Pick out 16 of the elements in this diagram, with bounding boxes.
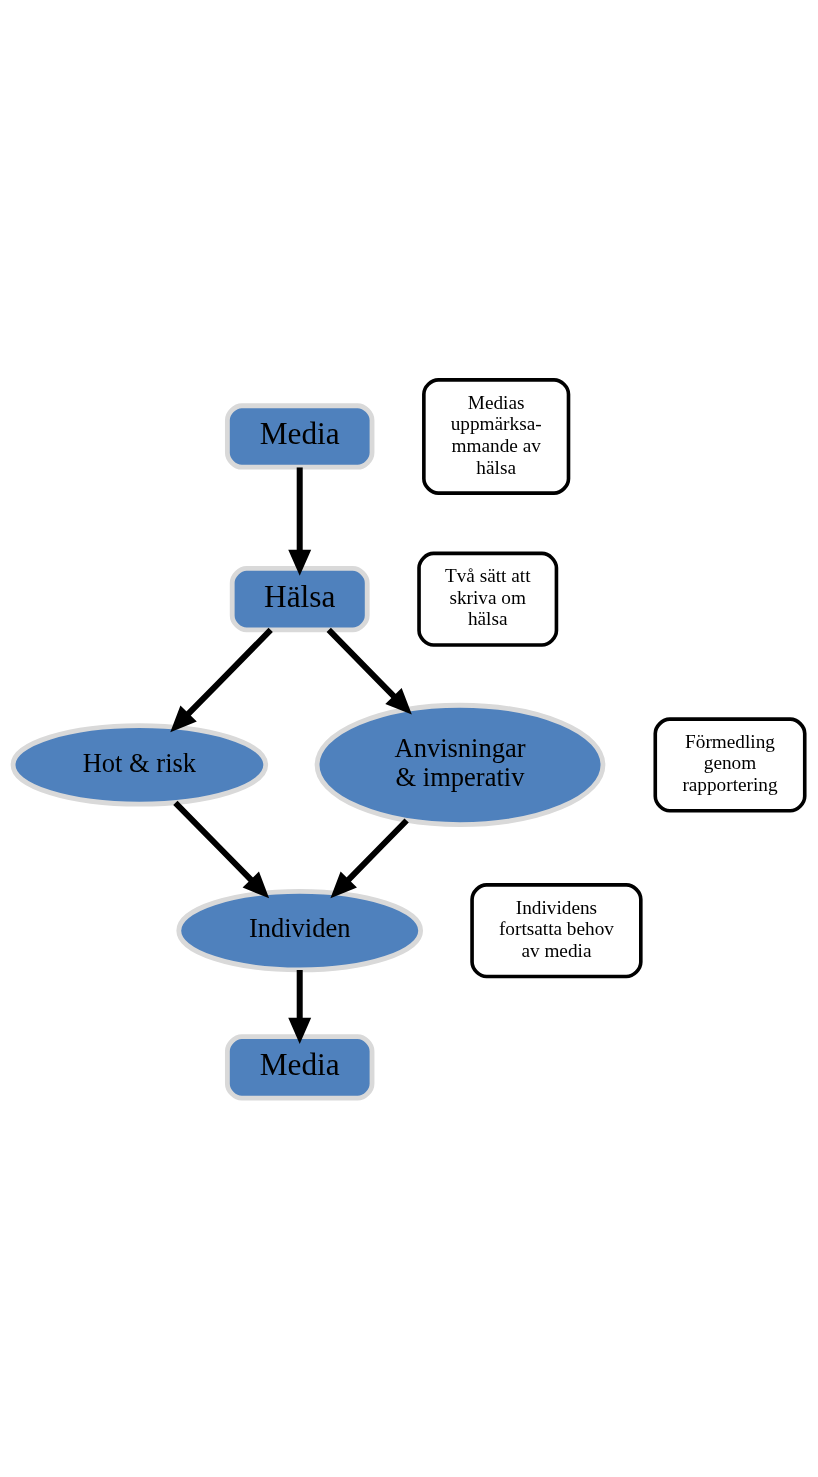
arrow — [170, 627, 273, 732]
arrow — [288, 969, 312, 1044]
node-box: Hälsa — [229, 565, 370, 632]
node-ellipse: Anvisningar & imperativ — [314, 702, 606, 827]
node-box: Media — [225, 402, 375, 470]
node-ellipse: Hot & risk — [10, 722, 269, 807]
node-box: Medias uppmärksa- mmande av hälsa — [422, 377, 571, 495]
node-ellipse: Individen — [176, 888, 424, 972]
node-box: Individens fortsatta behov av media — [470, 882, 643, 978]
arrow — [326, 627, 412, 715]
node-box: Två sätt att skriva om hälsa — [417, 551, 559, 647]
node-box: Förmedling genom rapportering — [653, 716, 807, 812]
node-box: Media — [225, 1033, 375, 1101]
arrow — [173, 800, 270, 898]
arrow — [288, 466, 312, 576]
arrow — [330, 817, 409, 898]
